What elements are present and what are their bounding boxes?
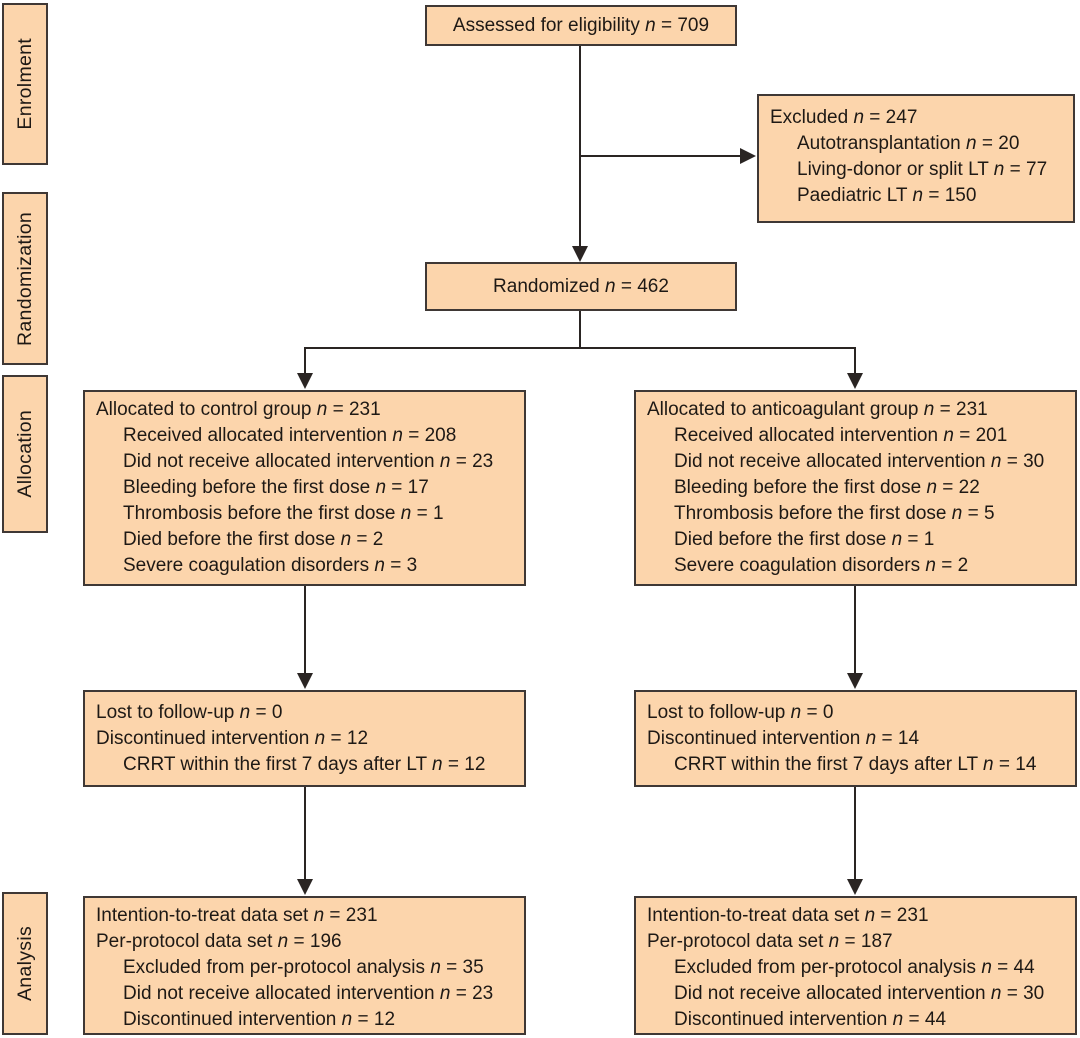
stage-label-text: Randomization [13,211,36,346]
box-line: Autotransplantation n = 20 [797,133,1020,154]
box-line: Per-protocol data set n = 187 [647,931,893,952]
box-line: Discontinued intervention n = 14 [647,728,920,749]
box-line: Excluded from per-protocol analysis n = … [674,957,1035,978]
allocation-anticoagulant-box: Allocated to anticoagulant group n = 231… [634,390,1077,586]
arrow-to-allocation-control [297,347,313,389]
followup-anticoagulant-box: Lost to follow-up n = 0 Discontinued inte… [634,690,1077,787]
box-line: CRRT within the first 7 days after LT n … [674,754,1037,775]
box-line: Severe coagulation disorders n = 3 [123,555,418,576]
box-line: Did not receive allocated intervention n… [674,983,1045,1004]
box-line: Thrombosis before the first dose n = 5 [674,503,995,524]
arrow-to-analysis-anticoagulant [847,787,863,895]
split-randomized [304,311,856,349]
box-line: Assessed for eligibility n = 709 [452,14,710,36]
arrow-to-allocation-anticoagulant [847,347,863,389]
box-line: Randomized n = 462 [493,275,669,297]
box-line: Did not receive allocated intervention n… [674,451,1045,472]
box-line: Did not receive allocated intervention n… [123,451,494,472]
box-line: Allocated to anticoagulant group n = 231 [647,399,988,420]
assessed-box: Assessed for eligibility n = 709 [425,5,737,46]
box-line: Excluded from per-protocol analysis n = … [123,957,484,978]
box-line: Bleeding before the first dose n = 22 [674,477,980,498]
stage-label-randomization: Randomization [2,192,48,365]
box-line: Died before the first dose n = 1 [674,529,935,550]
box-line: Allocated to control group n = 231 [96,399,381,420]
box-line: Lost to follow-up n = 0 [647,702,834,723]
box-line: Severe coagulation disorders n = 2 [674,555,969,576]
box-line: Thrombosis before the first dose n = 1 [123,503,444,524]
followup-control-box: Lost to follow-up n = 0 Discontinued inte… [83,690,526,787]
box-line: Intention-to-treat data set n = 231 [647,905,929,926]
box-line: Bleeding before the first dose n = 17 [123,477,429,498]
randomized-box: Randomized n = 462 [425,262,737,311]
box-line: CRRT within the first 7 days after LT n … [123,754,486,775]
stage-label-allocation: Allocation [2,375,48,533]
box-line: Discontinued intervention n = 12 [123,1009,396,1030]
arrow-assessed-to-randomized [572,46,588,262]
box-line: Received allocated intervention n = 208 [123,425,457,446]
box-line: Paediatric LT n = 150 [797,185,977,206]
stage-label-text: Allocation [13,410,36,498]
stage-label-enrolment: Enrolment [2,3,48,165]
box-line: Per-protocol data set n = 196 [96,931,342,952]
arrow-to-excluded [580,148,756,164]
arrow-to-followup-anticoagulant [847,586,863,689]
stage-label-text: Enrolment [13,38,36,130]
box-line: Died before the first dose n = 2 [123,529,384,550]
box-line: Intention-to-treat data set n = 231 [96,905,378,926]
box-line: Discontinued intervention n = 44 [674,1009,947,1030]
stage-label-text: Analysis [13,925,36,1001]
box-line: Lost to follow-up n = 0 [96,702,283,723]
arrow-to-followup-control [297,586,313,689]
stage-label-analysis: Analysis [2,892,48,1035]
box-line: Excluded n = 247 [770,107,918,128]
arrow-to-analysis-control [297,787,313,895]
box-line: Received allocated intervention n = 201 [674,425,1008,446]
box-line: Discontinued intervention n = 12 [96,728,369,749]
box-line: Living-donor or split LT n = 77 [797,159,1048,180]
box-line: Did not receive allocated intervention n… [123,983,494,1004]
